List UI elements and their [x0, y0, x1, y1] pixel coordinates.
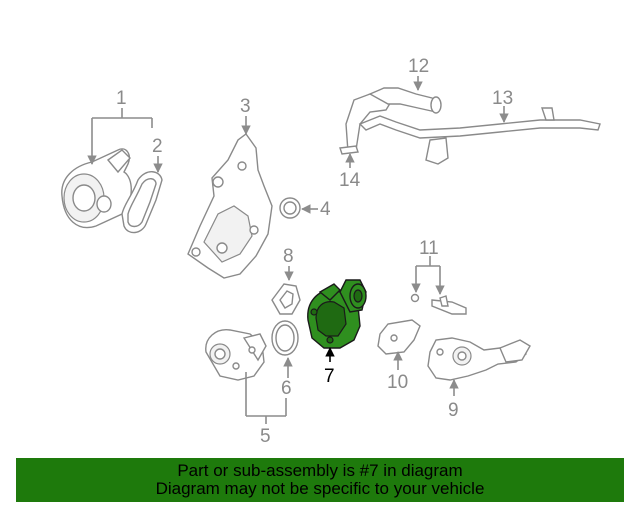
callout-2: 2	[152, 136, 163, 157]
leader-lines	[87, 76, 509, 424]
part-9-drawing[interactable]	[427, 337, 531, 381]
callout-7: 7	[324, 366, 335, 387]
part-3-drawing[interactable]	[187, 133, 273, 279]
callout-11: 11	[419, 238, 439, 259]
callout-10: 10	[387, 372, 408, 393]
part-7-drawing[interactable]	[307, 279, 367, 349]
callout-12: 12	[408, 56, 429, 77]
callout-6: 6	[281, 378, 292, 399]
part-13-drawing[interactable]	[339, 87, 601, 165]
callout-4: 4	[320, 199, 331, 220]
part-8-drawing[interactable]	[271, 283, 301, 315]
callout-14: 14	[339, 170, 361, 191]
callout-8: 8	[283, 246, 294, 267]
part-1-drawing[interactable]	[61, 148, 132, 229]
callout-3: 3	[240, 96, 251, 117]
callout-13: 13	[492, 88, 513, 109]
part-11-drawing[interactable]	[410, 293, 467, 315]
part-5-drawing[interactable]	[205, 329, 267, 381]
part-4-drawing[interactable]	[279, 197, 301, 219]
footer-banner: Part or sub-assembly is #7 in diagram Di…	[16, 458, 624, 502]
callout-5: 5	[260, 426, 271, 447]
callout-9: 9	[448, 400, 459, 421]
part-10-drawing[interactable]	[377, 319, 421, 355]
part-6-drawing[interactable]	[271, 320, 299, 356]
footer-line-1: Part or sub-assembly is #7 in diagram	[177, 461, 463, 480]
footer-line-2: Diagram may not be specific to your vehi…	[155, 479, 485, 498]
callout-1: 1	[116, 88, 127, 109]
